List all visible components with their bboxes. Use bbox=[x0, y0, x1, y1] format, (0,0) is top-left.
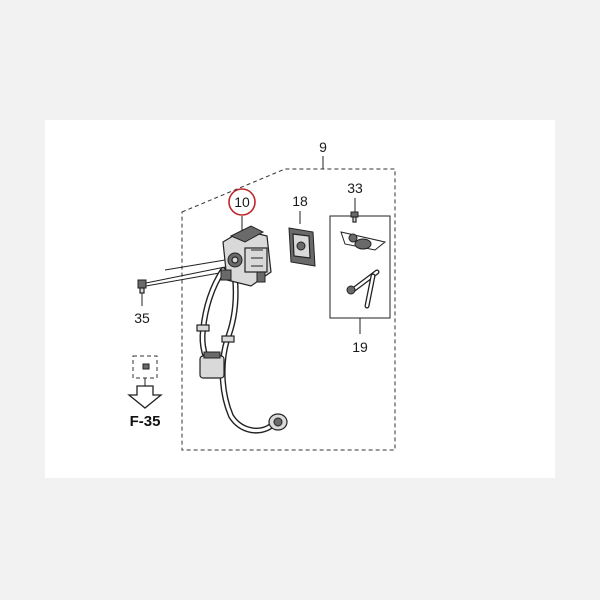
exploded-parts-diagram: 9 10 18 33 19 35 F-35 bbox=[127, 139, 396, 451]
link-set-box bbox=[329, 215, 391, 319]
callout-insulator[interactable]: 18 bbox=[292, 193, 308, 209]
insulator-part[interactable] bbox=[288, 227, 316, 267]
assembly-outline bbox=[181, 168, 396, 451]
tube-part[interactable] bbox=[199, 267, 274, 434]
callout-bolt[interactable]: 35 bbox=[134, 310, 150, 326]
callout-screw[interactable]: 33 bbox=[347, 180, 363, 196]
callout-assembly[interactable]: 9 bbox=[319, 139, 327, 155]
bolt-part[interactable] bbox=[137, 279, 147, 294]
screw-part[interactable] bbox=[350, 211, 359, 223]
callout-carburetor[interactable]: 10 bbox=[234, 194, 250, 210]
stud-lines bbox=[145, 259, 226, 287]
fuel-filter-part[interactable] bbox=[199, 351, 225, 379]
reference-label[interactable]: F-35 bbox=[130, 413, 161, 430]
reference-arrow-icon bbox=[127, 385, 163, 409]
callout-link-set[interactable]: 19 bbox=[352, 339, 368, 355]
tube-clamp bbox=[221, 335, 235, 343]
highlight-circle bbox=[228, 188, 256, 216]
parts-diagram-frame: 9 10 18 33 19 35 F-35 bbox=[45, 120, 555, 478]
link-rod-part[interactable] bbox=[340, 231, 387, 309]
tube-clamp bbox=[196, 324, 210, 332]
drain-fitting-part[interactable] bbox=[268, 413, 288, 431]
carburetor-part[interactable] bbox=[220, 225, 272, 287]
clip-part[interactable] bbox=[142, 363, 150, 370]
